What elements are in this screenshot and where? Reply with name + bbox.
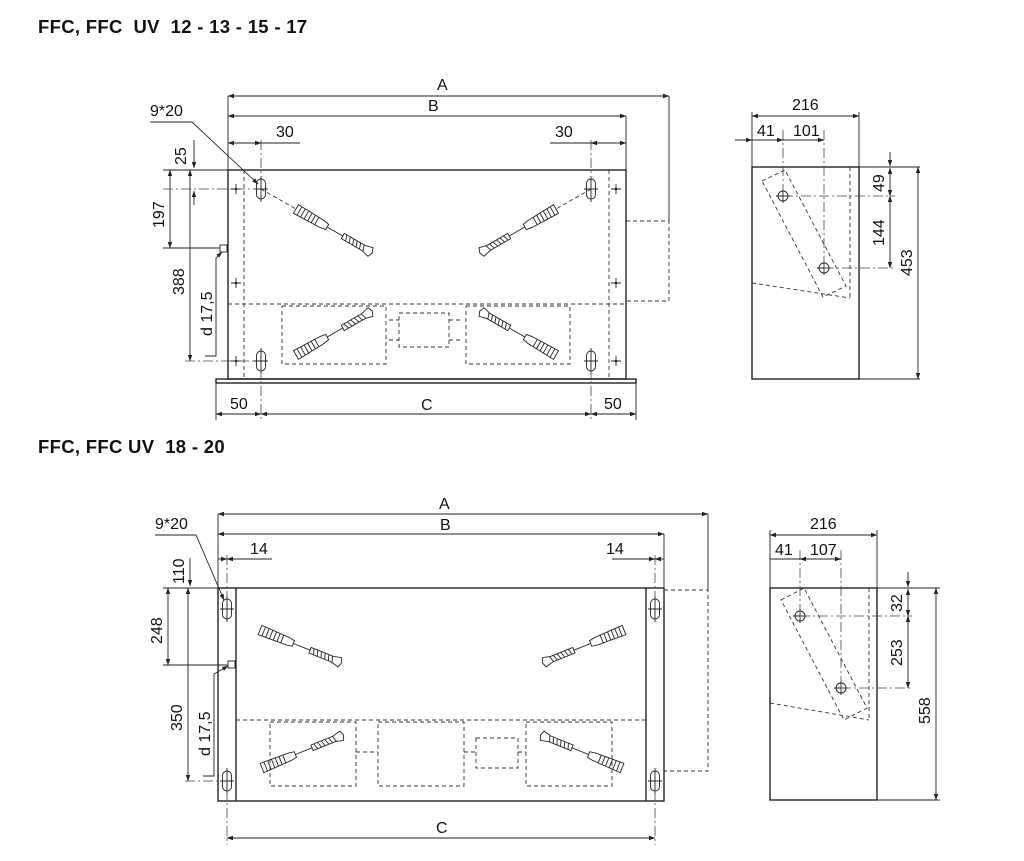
dim-top-gap-bottom: 110 xyxy=(171,558,188,584)
dim-c-top: C xyxy=(421,397,433,414)
dim-left-offset-bottom: 14 xyxy=(250,541,268,558)
title-top: FFC, FFC UV 12 - 13 - 15 - 17 xyxy=(38,16,308,37)
dim-c-bottom: C xyxy=(436,820,448,837)
dim-left-offset-top: 30 xyxy=(276,124,294,141)
title-bottom: FFC, FFC UV 18 - 20 xyxy=(38,436,225,457)
dim-right-offset-top: 30 xyxy=(555,124,573,141)
dim-diameter-top: d 17,5 xyxy=(199,291,216,336)
dim-b-bottom: B xyxy=(440,517,451,534)
slot-label-bottom: 9*20 xyxy=(155,516,188,533)
front-view-large: A B 14 14 9*20 110 248 350 d 17,5 C xyxy=(149,496,709,845)
side-view-large: 216 41 107 32 253 558 xyxy=(769,516,940,801)
side-depth-bottom: 216 xyxy=(810,516,837,533)
side-hole-spacing-bottom: 253 xyxy=(889,639,906,666)
side-height-top: 453 xyxy=(899,249,916,276)
side-left-bottom: 41 xyxy=(775,542,793,559)
side-hole-x-top: 101 xyxy=(793,123,820,140)
side-height-bottom: 558 xyxy=(917,697,934,724)
dim-left-margin-top: 50 xyxy=(230,396,248,413)
dim-top-gap-top: 25 xyxy=(173,147,190,165)
side-hole-spacing-top: 144 xyxy=(871,219,888,246)
dim-a-bottom: A xyxy=(439,496,450,513)
dim-upper-hole-bottom: 248 xyxy=(149,617,166,644)
side-top-bottom: 32 xyxy=(889,594,906,612)
side-left-top: 41 xyxy=(757,123,775,140)
side-top-top: 49 xyxy=(871,174,888,192)
side-hole-x-bottom: 107 xyxy=(810,542,837,559)
side-view-small: 216 41 101 49 144 453 xyxy=(735,97,921,380)
dim-lower-hole-bottom: 350 xyxy=(169,704,186,731)
front-view-small: A B 30 30 9*20 25 197 388 d 17,5 xyxy=(150,77,670,420)
dim-lower-hole-top: 388 xyxy=(171,268,188,295)
dim-upper-hole-top: 197 xyxy=(151,201,168,228)
dim-b-top: B xyxy=(428,98,439,115)
dim-right-margin-top: 50 xyxy=(604,396,622,413)
dim-diameter-bottom: d 17,5 xyxy=(197,711,214,756)
slot-label-top: 9*20 xyxy=(150,103,183,120)
dim-right-offset-bottom: 14 xyxy=(606,541,624,558)
side-depth-top: 216 xyxy=(792,97,819,114)
dim-a-top: A xyxy=(437,77,448,94)
